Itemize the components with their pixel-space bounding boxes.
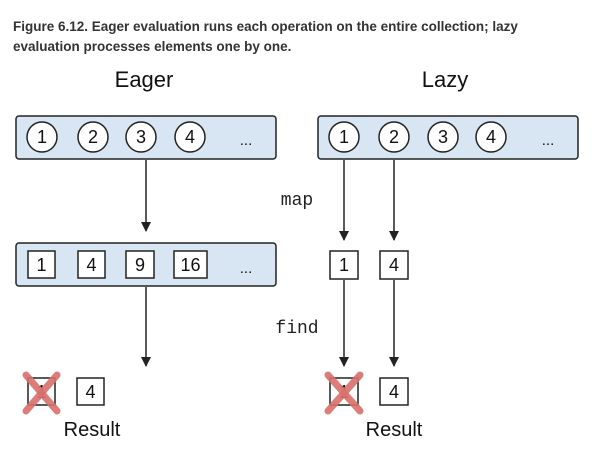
lazy-mapped-element: 4 xyxy=(379,250,409,280)
find-label: find xyxy=(275,319,318,339)
lazy-mapped-element: 1 xyxy=(329,250,359,280)
svg-text:3: 3 xyxy=(438,127,448,147)
eager-heading: Eager xyxy=(115,67,174,92)
svg-text:3: 3 xyxy=(136,127,146,147)
collection-element: 1 xyxy=(328,121,360,153)
svg-text:4: 4 xyxy=(486,127,496,147)
lazy-heading: Lazy xyxy=(422,67,468,92)
result-element: 4 xyxy=(76,377,105,406)
collection-element: 2 xyxy=(378,121,410,153)
svg-text:4: 4 xyxy=(389,255,399,275)
eager-mapped-collection: 1 4 9 16 ... xyxy=(15,242,277,287)
result-element: 4 xyxy=(379,377,409,406)
rejected-cross-icon xyxy=(324,371,364,415)
svg-text:1: 1 xyxy=(36,255,46,275)
ellipsis: ... xyxy=(240,260,253,277)
lazy-result-label: Result xyxy=(366,419,423,441)
eager-source-collection: 1 2 3 4 ... xyxy=(15,115,277,160)
eager-result: 1 4 Result xyxy=(22,371,121,441)
collection-element: 3 xyxy=(427,121,459,153)
mapped-element: 9 xyxy=(125,250,155,279)
collection-element: 4 xyxy=(475,121,507,153)
collection-element: 2 xyxy=(77,121,109,153)
lazy-result: 1 4 Result xyxy=(324,371,423,441)
svg-text:4: 4 xyxy=(85,382,95,402)
svg-text:2: 2 xyxy=(88,127,98,147)
rejected-cross-icon xyxy=(22,371,61,415)
mapped-element: 16 xyxy=(173,250,208,279)
collection-element: 4 xyxy=(174,121,206,153)
svg-text:1: 1 xyxy=(37,127,47,147)
svg-text:16: 16 xyxy=(180,255,200,275)
lazy-source-collection: 1 2 3 4 ... xyxy=(317,115,579,160)
map-label: map xyxy=(281,191,313,211)
mapped-element: 4 xyxy=(77,250,106,279)
svg-text:4: 4 xyxy=(389,382,399,402)
ellipsis: ... xyxy=(240,132,253,149)
figure-caption: Figure 6.12. Eager evaluation runs each … xyxy=(13,19,518,54)
svg-text:2: 2 xyxy=(389,127,399,147)
ellipsis: ... xyxy=(542,132,555,149)
mapped-element: 1 xyxy=(27,250,56,279)
eager-result-label: Result xyxy=(64,419,121,441)
svg-text:4: 4 xyxy=(185,127,195,147)
svg-text:1: 1 xyxy=(339,127,349,147)
svg-text:4: 4 xyxy=(86,255,96,275)
svg-text:9: 9 xyxy=(135,255,145,275)
svg-text:1: 1 xyxy=(339,255,349,275)
collection-element: 1 xyxy=(26,121,58,153)
collection-element: 3 xyxy=(125,121,157,153)
